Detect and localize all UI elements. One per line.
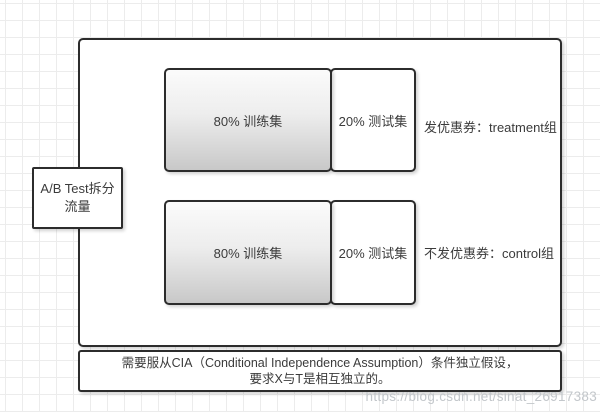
control-row: 80% 训练集 20% 测试集	[164, 200, 416, 305]
control-test-set-label: 20% 测试集	[338, 246, 408, 261]
ab-test-split-label-line2: 流量	[64, 199, 91, 214]
cia-note-line1: 需要服从CIA（Conditional Independence Assumpt…	[121, 355, 519, 370]
treatment-group-label: 发优惠券：treatment组	[424, 119, 557, 135]
control-group-label: 不发优惠券：control组	[424, 246, 555, 261]
control-train-set-label: 80% 训练集	[213, 246, 283, 261]
cia-note-line2: 要求X与T是相互独立的。	[249, 372, 391, 386]
cia-note-box: 需要服从CIA（Conditional Independence Assumpt…	[78, 350, 562, 392]
control-train-set-box: 80% 训练集	[164, 200, 332, 305]
treatment-test-set-box: 20% 测试集	[330, 68, 416, 172]
treatment-row: 80% 训练集 20% 测试集	[164, 68, 416, 172]
control-test-set-box: 20% 测试集	[330, 200, 416, 305]
ab-test-split-label-line1: A/B Test拆分	[40, 181, 115, 197]
treatment-test-set-label: 20% 测试集	[338, 113, 408, 129]
ab-test-split-label-box: A/B Test拆分 流量	[32, 167, 123, 229]
treatment-train-set-label: 80% 训练集	[213, 113, 283, 129]
treatment-train-set-box: 80% 训练集	[164, 68, 332, 172]
watermark-text: https://blog.csdn.net/sinat_26917383	[365, 389, 597, 404]
